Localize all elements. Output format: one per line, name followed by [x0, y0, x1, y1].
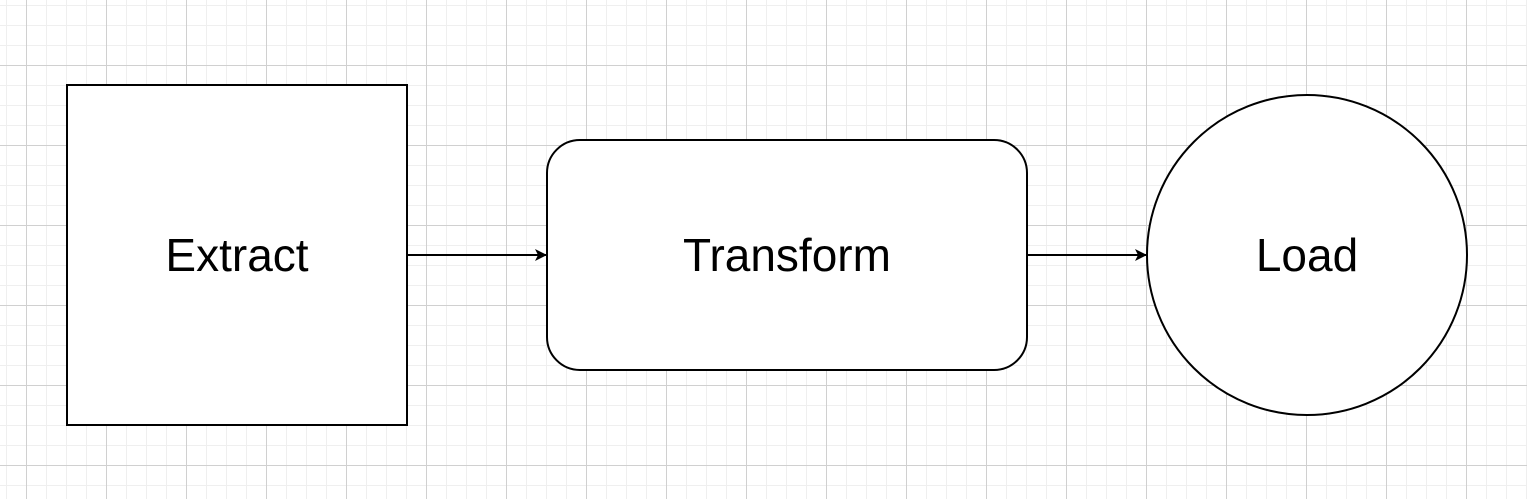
- node-load-label: Load: [1255, 229, 1359, 281]
- node-transform[interactable]: Transform: [546, 139, 1028, 371]
- node-load[interactable]: Load: [1146, 94, 1468, 416]
- node-extract-label: Extract: [165, 229, 309, 281]
- node-extract[interactable]: Extract: [66, 84, 408, 426]
- node-transform-label: Transform: [683, 229, 891, 281]
